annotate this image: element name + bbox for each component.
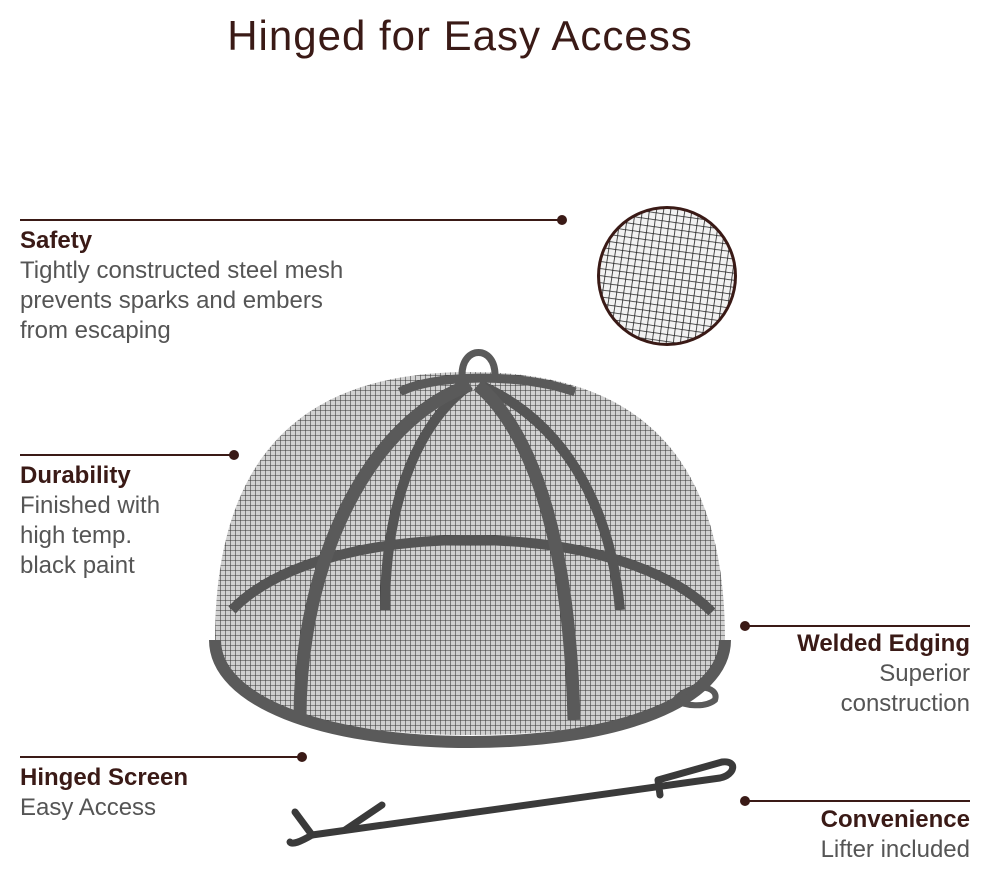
safety-leader-line — [20, 219, 562, 221]
hinged-leader-line — [20, 756, 302, 758]
convenience-leader-dot — [740, 796, 750, 806]
welded-leader-line — [746, 625, 970, 627]
welded-edging-heading: Welded Edging — [797, 630, 970, 657]
spark-screen-dome-image — [209, 349, 731, 749]
convenience-callout: Convenience Lifter included — [821, 805, 970, 865]
lifter-tool-image — [286, 758, 737, 847]
durability-heading: Durability — [20, 462, 131, 489]
welded-leader-dot — [740, 621, 750, 631]
safety-heading: Safety — [20, 227, 93, 254]
convenience-description: Lifter included — [820, 836, 970, 863]
convenience-leader-line — [746, 800, 970, 802]
safety-leader-dot — [557, 215, 567, 225]
durability-description: Finished with high temp. black paint — [20, 492, 161, 579]
durability-leader-line — [20, 454, 234, 456]
hinged-screen-callout: Hinged Screen Easy Access — [20, 763, 188, 823]
mesh-detail-image — [597, 206, 737, 346]
durability-leader-dot — [229, 450, 239, 460]
welded-edging-callout: Welded Edging Superior construction — [797, 629, 970, 719]
convenience-heading: Convenience — [820, 806, 970, 833]
welded-edging-description: Superior construction — [840, 660, 970, 717]
hinged-screen-heading: Hinged Screen — [20, 764, 189, 791]
hinged-screen-description: Easy Access — [20, 794, 157, 821]
safety-callout: Safety Tightly constructed steel mesh pr… — [20, 226, 343, 346]
page-title: Hinged for Easy Access — [227, 12, 693, 59]
hinged-leader-dot — [297, 752, 307, 762]
durability-callout: Durability Finished with high temp. blac… — [20, 461, 160, 581]
safety-description: Tightly constructed steel mesh prevents … — [20, 257, 344, 344]
